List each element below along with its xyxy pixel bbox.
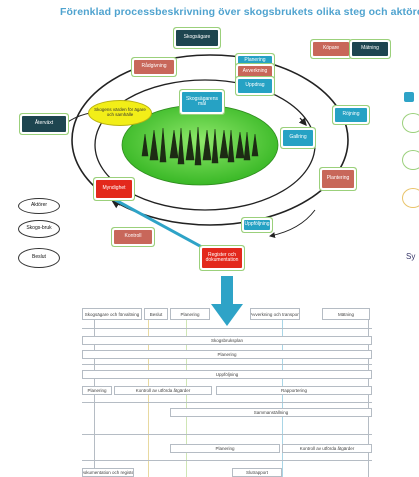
inner-cycle-ring — [94, 79, 316, 211]
node-red-left: Myndighet — [96, 180, 132, 198]
outer-cycle-ring — [71, 54, 349, 226]
table-row: Rapportering — [216, 386, 372, 395]
table-row: Skogsbruksplan — [82, 336, 372, 345]
table-hline — [82, 402, 372, 403]
table-header-cell: Planering — [170, 308, 210, 320]
table-hline — [82, 460, 372, 461]
table-hline — [82, 364, 372, 365]
right-partial-oval-3 — [402, 188, 419, 208]
right-partial-icon — [404, 92, 414, 102]
node-right-lower: Plantering — [322, 170, 354, 188]
table-row: Kontroll av utförda åtgärder — [114, 386, 212, 395]
table-row: Planering — [82, 350, 372, 359]
node-left: Återväxt — [22, 116, 66, 132]
node-far-right-2: Mätning — [352, 42, 388, 56]
node-mid-right: Gallring — [283, 130, 313, 146]
right-partial-label: Sy — [406, 252, 416, 261]
node-red-bottom: Register och dokumentation — [202, 248, 242, 268]
table-header-cell: Avverkning och transport — [250, 308, 300, 320]
table-header-cell: Beslut — [144, 308, 168, 320]
table-row: Slutrapport — [232, 468, 282, 477]
table-row: Sammanställning — [170, 408, 372, 417]
node-upper-left: Rådgivning — [134, 60, 174, 74]
table-row: Planering — [170, 444, 280, 453]
right-partial-oval-1 — [402, 113, 419, 133]
node-bottom-small: Uppföljning — [244, 220, 270, 230]
table-header-cell: Skogsägare och förvaltning — [82, 308, 142, 320]
goal-bubble: Skogens värden för ägare och samhälle — [88, 100, 152, 126]
node-top-right-3: Uppdrag — [238, 79, 272, 93]
right-partial-oval-2 — [402, 150, 419, 170]
process-cycle-graphic — [59, 54, 349, 260]
node-top-right-2: Avverkning — [238, 66, 272, 78]
diagram-title: Förenklad processbeskrivning över skogsb… — [60, 6, 419, 18]
table-row: Uppföljning — [82, 370, 372, 379]
table-hline — [82, 328, 372, 329]
left-oval-3: Beslut — [18, 248, 60, 268]
node-far-right-1: Köpare — [313, 42, 349, 56]
down-arrow-icon — [211, 276, 243, 326]
table-vline — [282, 320, 283, 477]
table-vline — [148, 320, 149, 477]
connector-red-to-bottom — [107, 194, 223, 260]
process-table: Skogsägare och förvaltning Beslut Planer… — [82, 308, 372, 477]
table-vline — [186, 320, 187, 477]
table-header-cell: Mätning — [322, 308, 370, 320]
table-row: Dokumentation och register — [82, 468, 134, 477]
table-hline — [82, 434, 372, 435]
left-oval-2: Skogs-bruk — [18, 220, 60, 238]
tree-icons — [141, 126, 259, 166]
node-right: Röjning — [335, 108, 367, 122]
left-oval-1: Aktörer — [18, 198, 60, 214]
table-vline — [368, 320, 369, 477]
node-top-right-1: Planering — [238, 56, 272, 65]
table-row: Kontroll av utförda åtgärder — [282, 444, 372, 453]
node-center-small: Skogsägarens mål — [182, 92, 222, 112]
table-vline — [94, 320, 95, 477]
node-top: Skogsägare — [176, 30, 218, 46]
table-row: Planering — [82, 386, 112, 395]
node-bottom-left: Kontroll — [114, 230, 152, 244]
